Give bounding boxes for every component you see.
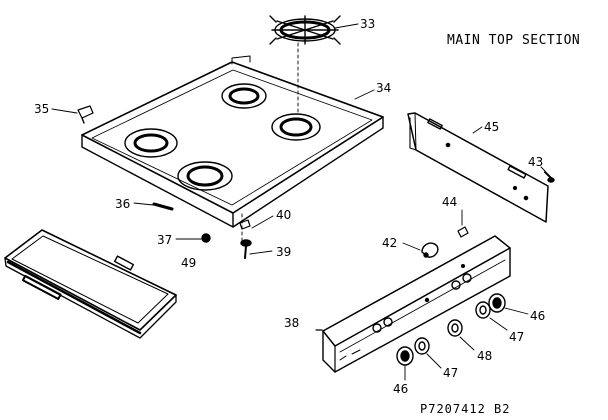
knob-bezel-left-part (414, 337, 430, 355)
diagram-title: MAIN TOP SECTION (447, 33, 581, 48)
callout-43: 43 (528, 155, 543, 169)
hinge-clip-part (77, 105, 94, 124)
washer-part (239, 219, 251, 230)
control-panel-part (315, 235, 511, 373)
callout-34: 34 (376, 81, 391, 95)
panel-clip-part (457, 226, 469, 238)
callout-40: 40 (276, 208, 291, 222)
nut-part (201, 233, 211, 243)
screw-part (240, 239, 252, 259)
callout-35: 35 (34, 102, 49, 116)
burner-grate-part (269, 15, 341, 45)
cooktop-panel-part (81, 42, 384, 243)
knob-bezel-right-part (475, 301, 491, 319)
callout-44: 44 (442, 195, 457, 209)
callout-47-right: 47 (509, 330, 524, 344)
callout-46-right: 46 (530, 309, 545, 323)
control-knob-right-part (488, 293, 506, 313)
indicator-lens-part (421, 242, 439, 258)
callout-39: 39 (276, 245, 291, 259)
knob-bezel-center-part (447, 319, 463, 337)
callout-49: 49 (181, 256, 196, 270)
callout-46-left: 46 (393, 382, 408, 396)
control-knob-left-part (396, 346, 414, 366)
callout-33: 33 (360, 17, 375, 31)
drip-tray-part (4, 229, 177, 339)
callout-48: 48 (477, 349, 492, 363)
callout-38: 38 (284, 316, 299, 330)
callout-36: 36 (115, 197, 130, 211)
bracket-screw-part (544, 171, 555, 183)
callout-45: 45 (484, 120, 499, 134)
leader-lines (51, 23, 546, 381)
pin-part (152, 202, 174, 211)
rear-bracket-part (407, 112, 549, 223)
document-number: P7207412 B2 (420, 402, 511, 416)
callout-42: 42 (382, 236, 397, 250)
callout-labels: 33 34 35 36 37 38 39 40 42 43 44 45 46 4… (34, 17, 545, 396)
callout-47-left: 47 (443, 366, 458, 380)
callout-37: 37 (157, 233, 172, 247)
